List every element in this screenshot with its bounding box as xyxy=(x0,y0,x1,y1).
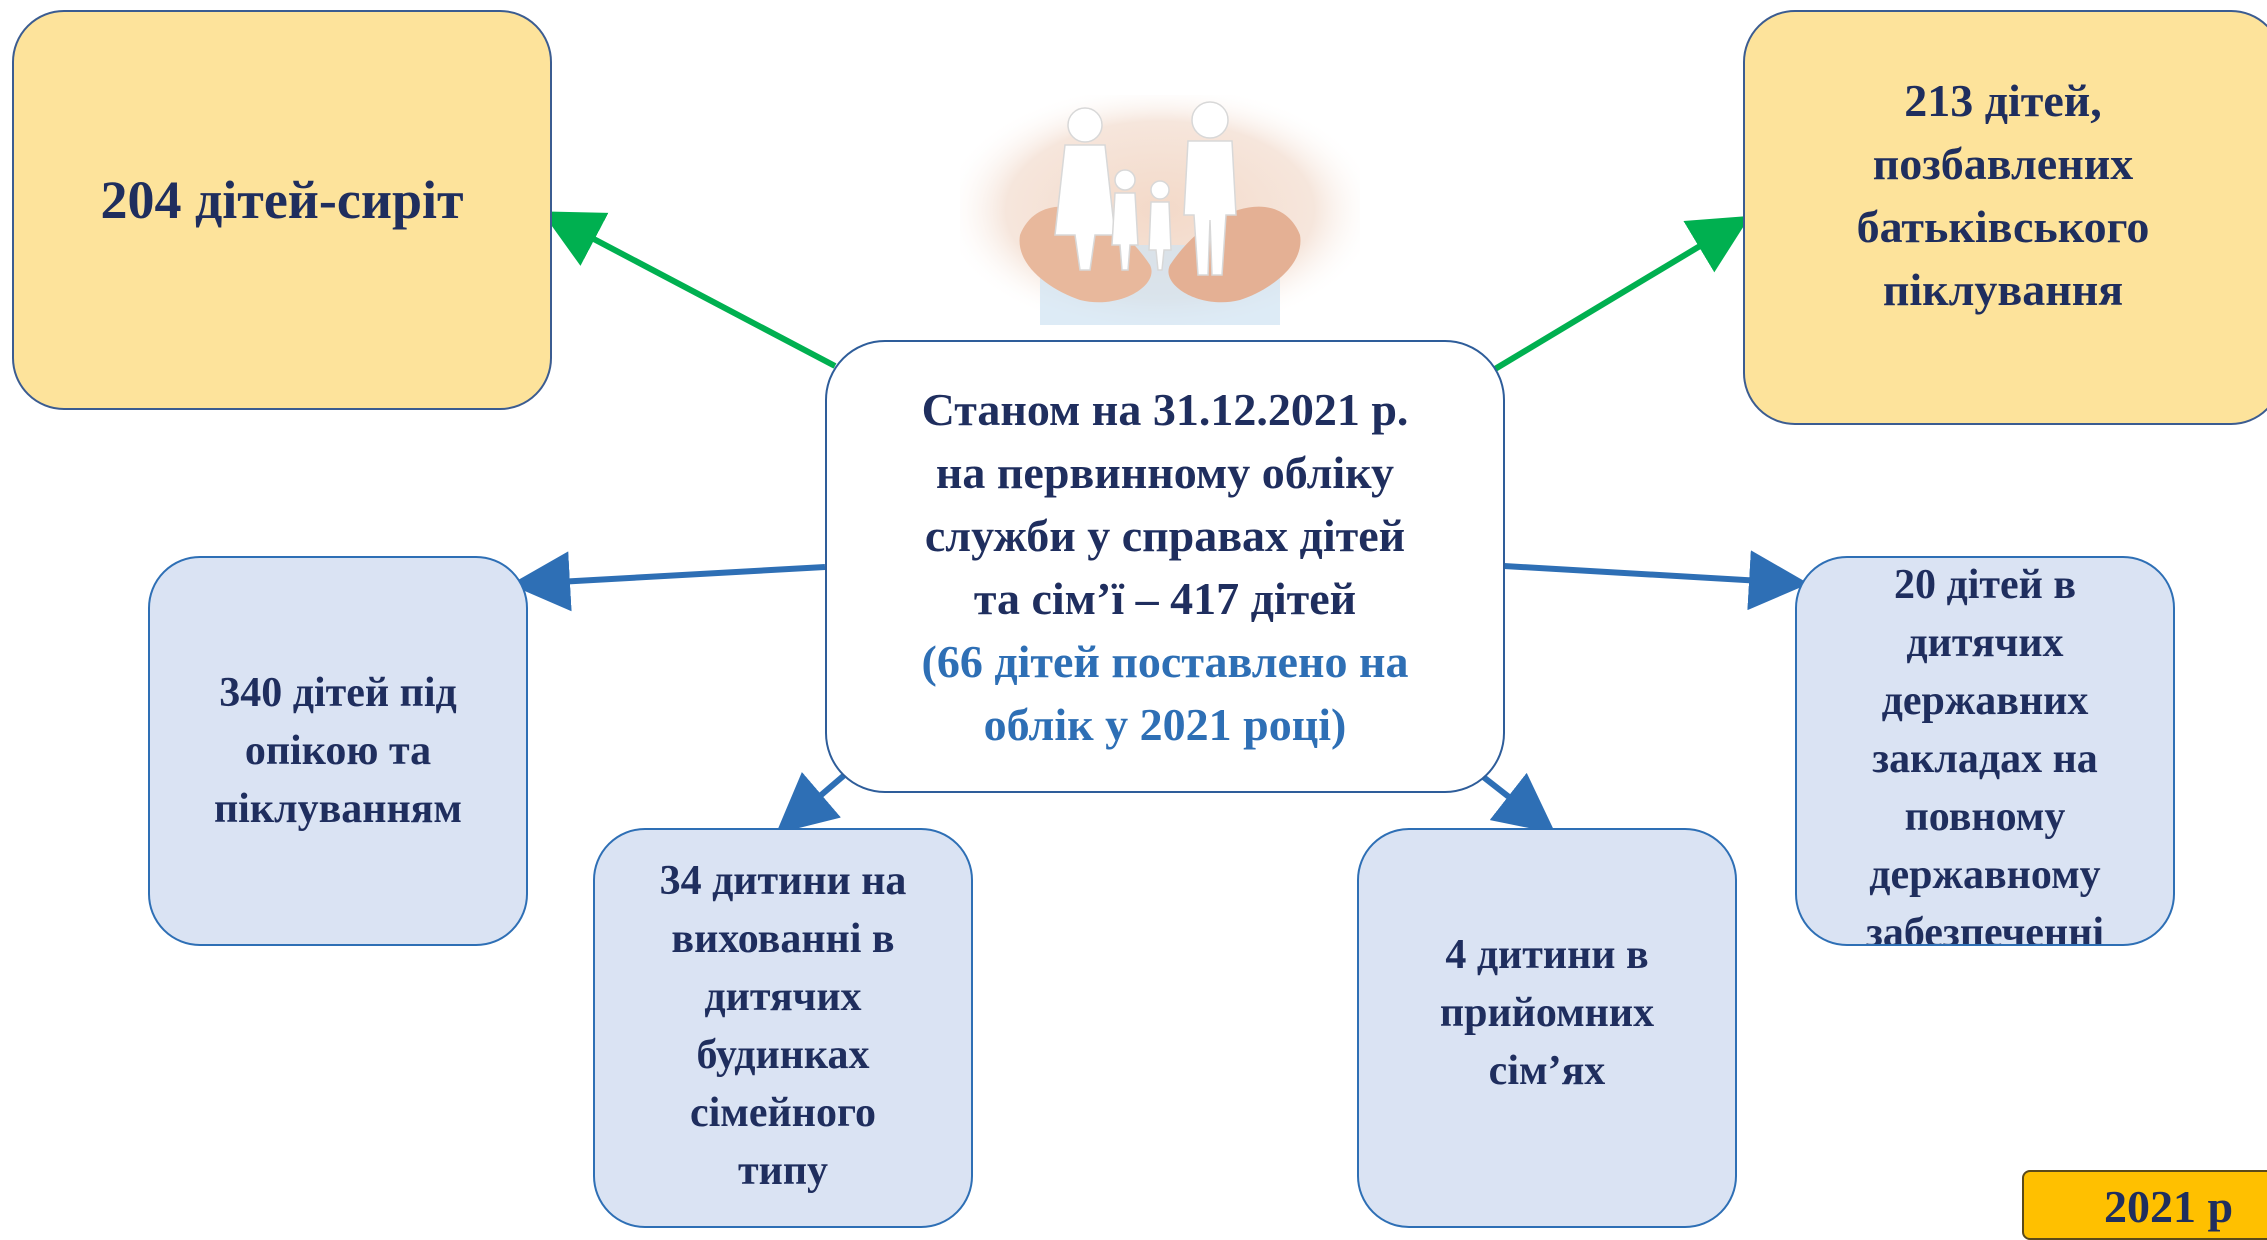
state-institutions-label: 20 дітей в дитячих державних закладах на… xyxy=(1865,562,2105,946)
state-institutions-box: 20 дітей в дитячих державних закладах на… xyxy=(1795,556,2175,946)
family-hands-image xyxy=(960,95,1360,325)
center-main-text: Станом на 31.12.2021 р. на первинному об… xyxy=(921,383,1409,624)
year-badge: 2021 р xyxy=(2022,1170,2267,1240)
arrow-to-state-institutions xyxy=(1503,550,1809,611)
foster-label: 4 дитини в прийомних сім’ях xyxy=(1439,932,1655,1094)
foster-box: 4 дитини в прийомних сім’ях xyxy=(1357,828,1737,1228)
guardianship-label: 340 дітей під опікою та піклуванням xyxy=(213,670,463,832)
arrow-to-guardianship xyxy=(510,551,826,612)
orphans-box: 204 дітей-сиріт xyxy=(12,10,552,410)
center-box: Станом на 31.12.2021 р. на первинному об… xyxy=(825,340,1505,793)
family-homes-label: 34 дитини на вихованні в дитячих будинка… xyxy=(659,858,907,1194)
deprived-box: 213 дітей, позбавлених батьківського пік… xyxy=(1743,10,2267,425)
orphans-label: 204 дітей-сиріт xyxy=(100,170,464,230)
family-homes-box: 34 дитини на вихованні в дитячих будинка… xyxy=(593,828,973,1228)
arrow-to-orphans xyxy=(541,211,837,369)
arrows-layer xyxy=(510,211,1809,834)
arrow-to-foster xyxy=(1475,769,1556,834)
guardianship-box: 340 дітей під опікою та піклуванням xyxy=(148,556,528,946)
center-sub-text: (66 дітей поставлено на облік у 2021 роц… xyxy=(921,635,1409,750)
deprived-label: 213 дітей, позбавлених батьківського пік… xyxy=(1856,75,2150,315)
arrow-to-family-homes xyxy=(775,769,850,834)
arrow-to-deprived xyxy=(1488,215,1751,375)
